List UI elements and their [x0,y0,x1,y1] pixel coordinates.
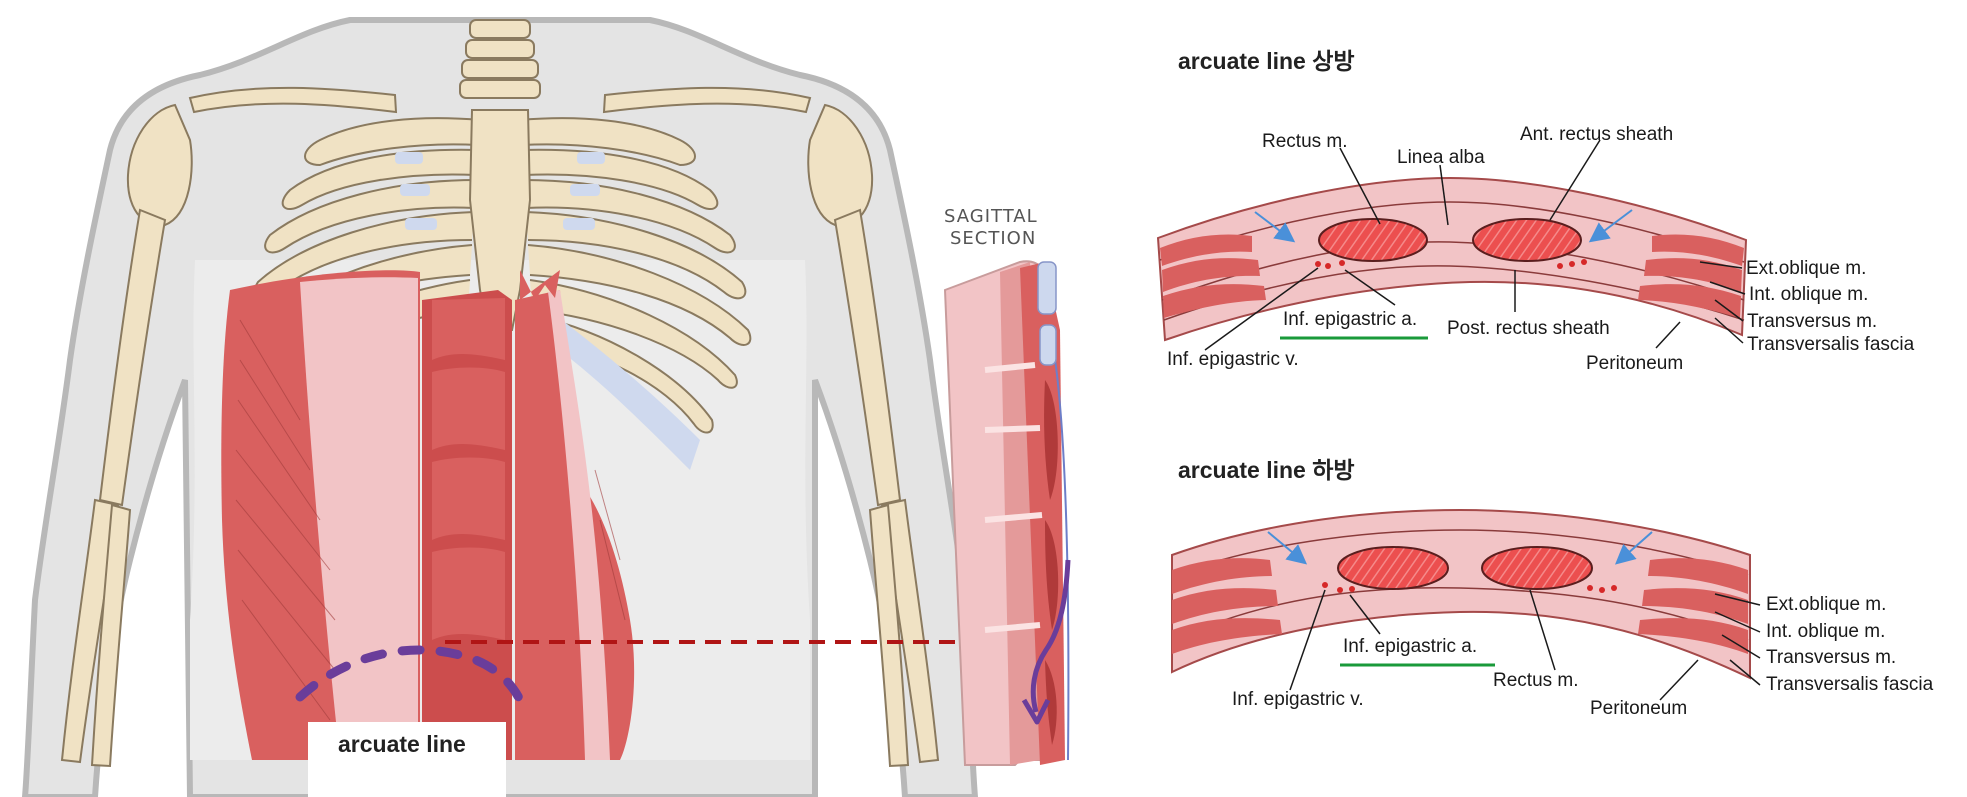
rectus-left-above [1318,218,1428,262]
arcuate-label-box [308,722,506,797]
label-peritoneum-below: Peritoneum [1590,698,1687,719]
label-peritoneum-above: Peritoneum [1586,353,1683,374]
label-inf-epi-a-above: Inf. epigastric a. [1283,309,1417,330]
label-ant-sheath: Ant. rectus sheath [1520,124,1673,145]
costal-cartilage [395,152,700,470]
label-transversalis-below: Transversalis fascia [1766,674,1934,695]
label-ext-oblique-above: Ext.oblique m. [1746,258,1866,279]
clavicles [188,86,812,114]
label-post-sheath: Post. rectus sheath [1447,318,1610,339]
sagittal-title-2: SECTION [950,228,1036,249]
sagittal-section: SAGITTAL SECTION [943,206,1071,766]
arm-bones [60,103,940,768]
torso-figure: arcuate line [21,17,1028,797]
label-rectus-below: Rectus m. [1493,670,1579,691]
sagittal-title-1: SAGITTAL [944,206,1038,227]
panel-above: arcuate line 상방 [1156,48,1915,374]
arcuate-line-dashes [295,645,525,705]
sagittal-purple-arrow [1030,559,1071,713]
label-transversus-below: Transversus m. [1766,647,1896,668]
label-ext-oblique-below: Ext.oblique m. [1766,594,1886,615]
arcuate-label: arcuate line [338,731,466,757]
label-int-oblique-below: Int. oblique m. [1766,621,1885,642]
label-linea-alba: Linea alba [1397,147,1485,168]
label-transversalis-above: Transversalis fascia [1747,334,1915,355]
rectus-right-above [1472,218,1582,262]
label-inf-epi-v-above: Inf. epigastric v. [1167,349,1299,370]
label-rectus-above: Rectus m. [1262,131,1348,152]
panel-below: arcuate line 하방 [1171,457,1934,719]
label-inf-epi-v-below: Inf. epigastric v. [1232,689,1364,710]
cervical-spine [459,19,541,99]
heading-above: arcuate line 상방 [1178,48,1355,74]
wall-below [1171,508,1751,680]
rectus-left-below [1337,546,1449,590]
rectus-right-below [1481,546,1593,590]
heading-below: arcuate line 하방 [1178,457,1355,483]
abdominal-muscles [221,270,635,760]
label-int-oblique-above: Int. oblique m. [1749,284,1868,305]
label-transversus-above: Transversus m. [1747,311,1877,332]
label-inf-epi-a-below: Inf. epigastric a. [1343,636,1477,657]
